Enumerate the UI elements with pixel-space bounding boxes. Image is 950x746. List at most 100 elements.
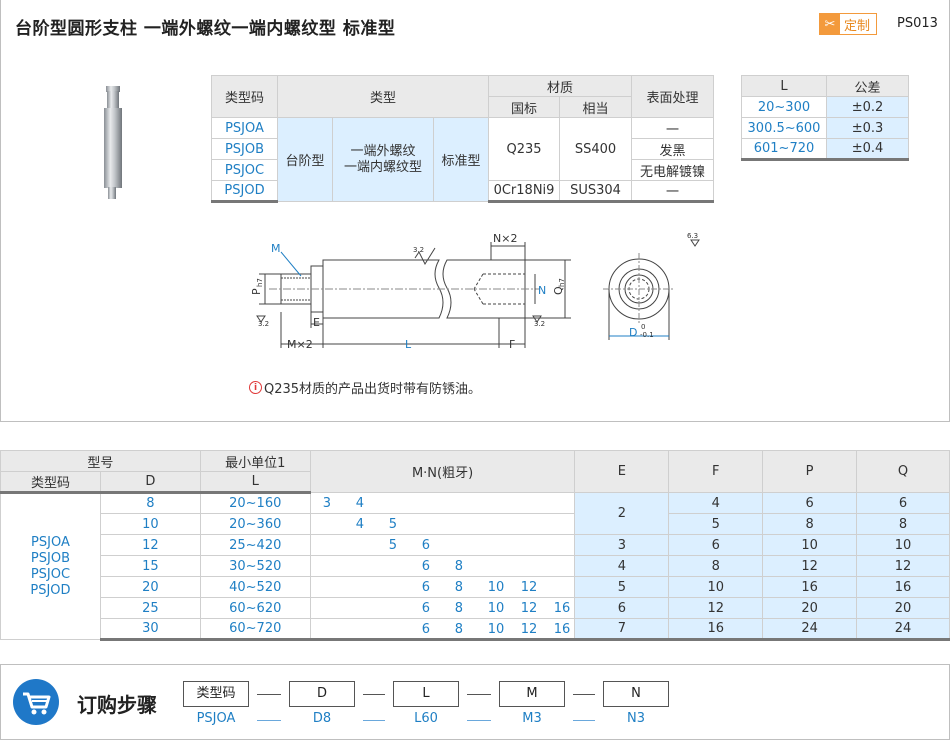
l-cell: 40~520 [199,576,311,598]
th-l: L [199,471,311,494]
l-cell: 25~420 [199,534,311,556]
th-f: F [668,450,764,493]
dim-q: Q [552,286,565,295]
info-icon: i [249,381,262,394]
surface-cell: 一 [631,117,714,139]
material-equivalent-cell: SS400 [559,117,632,181]
order-separator [573,694,595,695]
mn-value: 10 [487,580,505,595]
p-cell: 8 [762,513,858,535]
th-equivalent: 相当 [559,96,632,118]
e-cell: 4 [574,555,670,577]
mn-value: 6 [421,580,430,595]
e-cell: 2 [574,492,670,535]
mn-value: 6 [421,622,430,637]
order-value-separator [363,720,385,721]
type-code-cell: PSJOA [211,117,278,139]
order-value-separator [573,720,595,721]
mn-value: 4 [355,496,364,511]
spec-panel: 台阶型圆形支柱 一端外螺纹一端内螺纹型 标准型 ✂ 定制 PS013 类型码 类… [0,0,950,422]
rough-end: 6.3 [687,232,698,240]
p-cell: 20 [762,597,858,619]
order-field-value: D8 [312,711,332,726]
page-title: 台阶型圆形支柱 一端外螺纹一端内螺纹型 标准型 [15,19,396,39]
order-field-value: PSJOA [196,711,236,726]
type-code-cell: PSJOD [211,180,278,203]
dim-m-x2: M×2 [287,338,313,351]
dim-e: E [313,316,320,329]
custom-icon: ✂ [820,14,840,34]
mn-value: 6 [421,559,430,574]
rough-left: 3.2 [258,320,269,328]
type-code: PSJOA [31,534,70,550]
type-code: PSJOB [30,550,70,566]
l-cell: 60~620 [199,597,311,619]
mn-value: 8 [454,601,463,616]
q-cell: 6 [856,492,950,514]
dim-d-lower: -0.1 [640,331,654,339]
ordering-title: 订购步骤 [77,693,157,717]
e-cell: 7 [574,618,670,641]
mn-value: 12 [520,622,538,637]
tol-l-cell: 300.5~600 [741,117,827,139]
type-b-cell: 一端外螺纹 一端内螺纹型 [332,117,434,202]
p-cell: 12 [762,555,858,577]
dim-d: D [629,326,637,339]
material-national-cell: 0Cr18Ni9 [488,180,560,203]
l-cell: 20~160 [199,492,311,514]
order-field-value: M3 [522,711,542,726]
type-code-cell: PSJOB [211,138,278,160]
technical-drawing: M N×2 N P h7 Q h7 E M×2 L F D 0 -0.1 3.2… [250,232,700,351]
cart-icon [13,679,59,725]
rough-right: 3.2 [534,320,545,328]
d-cell: 10 [99,513,201,535]
rough-top: 3.2 [413,246,424,254]
type-code-cell: PSJOC [211,159,278,181]
p-cell: 6 [762,492,858,514]
l-cell: 60~720 [199,618,311,641]
order-value-separator [467,720,491,721]
mn-value: 10 [487,622,505,637]
th-d: D [99,471,201,494]
dim-f: F [509,338,515,351]
type-a-cell: 台阶型 [277,117,333,202]
mn-value: 6 [421,538,430,553]
p-cell: 24 [762,618,858,641]
custom-label: 定制 [844,18,871,34]
mn-value: 12 [520,601,538,616]
mn-value: 16 [553,622,571,637]
th-p: P [762,450,858,493]
th-e: E [574,450,670,493]
th-material: 材质 [488,75,632,97]
l-cell: 30~520 [199,555,311,577]
mn-value: 16 [553,601,571,616]
q-cell: 12 [856,555,950,577]
tol-l-cell: 601~720 [741,138,827,161]
f-cell: 8 [668,555,764,577]
th-type: 类型 [277,75,489,118]
material-national-cell: Q235 [488,117,560,181]
type-code: PSJOC [30,566,71,582]
q-cell: 10 [856,534,950,556]
custom-button[interactable]: ✂ 定制 [819,13,877,35]
f-cell: 6 [668,534,764,556]
order-separator [257,694,281,695]
e-cell: 3 [574,534,670,556]
type-code: PSJOD [30,582,71,598]
product-code: PS013 [897,16,938,31]
mn-value: 3 [322,496,331,511]
f-cell: 12 [668,597,764,619]
order-separator [467,694,491,695]
mn-value: 8 [454,580,463,595]
